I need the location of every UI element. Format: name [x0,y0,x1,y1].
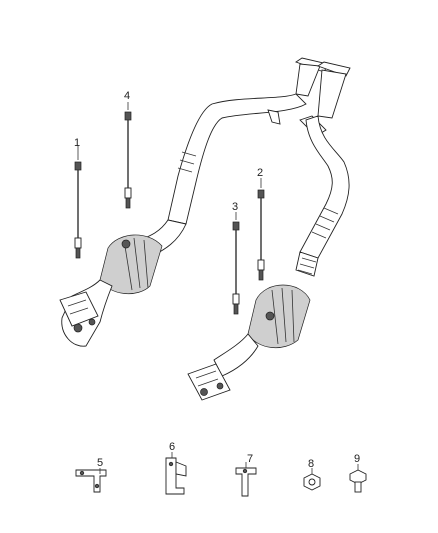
oxygen-sensor-3[interactable] [232,212,240,315]
callout-1: 1 [74,137,80,149]
oxygen-sensor-1[interactable] [74,146,82,259]
callout-5: 5 [97,457,103,469]
left-exhaust-pipe-assembly[interactable] [59,57,329,347]
callout-7: 7 [247,453,253,465]
bracket-6[interactable] [165,452,187,495]
callout-4: 4 [124,90,130,102]
callout-3: 3 [232,201,238,213]
callout-6: 6 [169,441,175,453]
bracket-7[interactable] [235,462,257,497]
right-exhaust-pipe-assembly[interactable] [187,61,351,401]
callout-2: 2 [257,167,263,179]
callout-9: 9 [354,453,360,465]
nut-8[interactable] [303,468,321,491]
bracket-5[interactable] [75,468,107,493]
oxygen-sensor-4[interactable] [124,102,132,209]
oxygen-sensor-2[interactable] [257,178,265,281]
bolt-9[interactable] [349,464,367,493]
callout-8: 8 [308,458,314,470]
